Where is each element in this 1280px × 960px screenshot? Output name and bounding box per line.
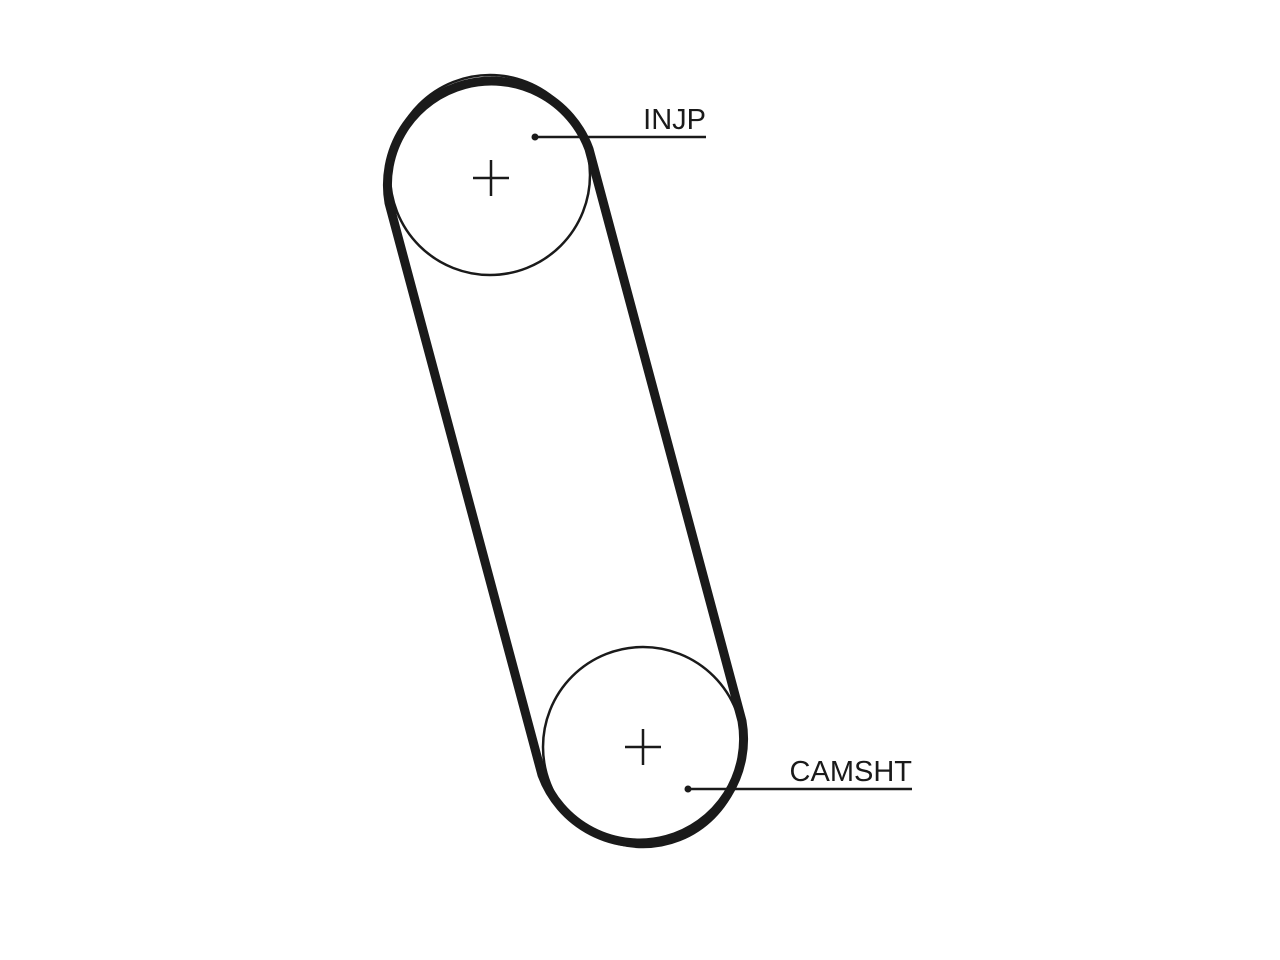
label-camsht-group: CAMSHT (684, 756, 913, 793)
timing-belt (382, 76, 749, 848)
label-injp-group: INJP (531, 104, 706, 141)
label-camsht: CAMSHT (790, 756, 913, 788)
label-injp: INJP (643, 104, 706, 136)
